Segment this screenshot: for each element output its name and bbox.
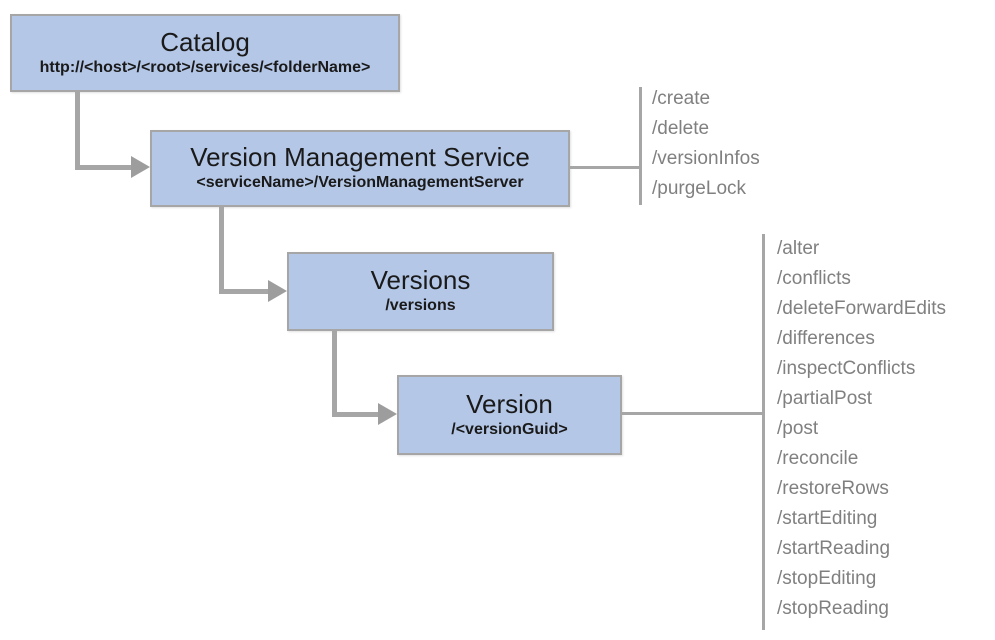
node-versions-subtitle: /versions — [385, 297, 456, 315]
node-versions-title: Versions — [370, 265, 471, 296]
operation-label: /deleteForwardEdits — [777, 298, 946, 319]
version-operations-list: /alter /conflicts /deleteForwardEdits /d… — [777, 234, 946, 624]
arrowhead-icon — [378, 403, 397, 425]
operation-label: /restoreRows — [777, 478, 889, 499]
operation-label: /conflicts — [777, 268, 851, 289]
connector-catalog-to-vms-horizontal — [75, 165, 133, 170]
node-version-management-service-title: Version Management Service — [190, 142, 530, 173]
node-version-management-service-subtitle: <serviceName>/VersionManagementServer — [196, 174, 524, 192]
connector-vms-to-versions-vertical — [219, 207, 224, 292]
node-version-title: Version — [466, 388, 553, 419]
node-version-management-service: Version Management Service <serviceName>… — [150, 130, 570, 207]
node-catalog-title: Catalog — [160, 26, 250, 57]
operation-label: /versionInfos — [652, 148, 760, 169]
arrowhead-icon — [268, 280, 287, 302]
vms-operations-bracket-vertical — [639, 87, 642, 205]
version-operations-bracket-vertical — [762, 234, 765, 630]
vms-operations-bracket-horizontal — [570, 166, 640, 169]
connector-versions-to-version-vertical — [332, 331, 337, 415]
operation-label: /purgeLock — [652, 178, 747, 199]
connector-versions-to-version-horizontal — [332, 412, 379, 417]
operation-label: /post — [777, 418, 819, 439]
operation-label: /differences — [777, 328, 875, 349]
node-version: Version /<versionGuid> — [397, 375, 622, 455]
node-catalog-subtitle: http://<host>/<root>/services/<folderNam… — [39, 58, 371, 76]
vms-operations-list: /create /delete /versionInfos /purgeLock — [652, 84, 760, 204]
node-version-subtitle: /<versionGuid> — [451, 420, 568, 438]
operation-label: /inspectConflicts — [777, 358, 916, 379]
version-operations-bracket-horizontal — [622, 412, 764, 415]
node-versions: Versions /versions — [287, 252, 554, 331]
operation-label: /delete — [652, 118, 710, 139]
node-catalog: Catalog http://<host>/<root>/services/<f… — [10, 14, 400, 92]
operation-label: /startReading — [777, 538, 891, 559]
operation-label: /partialPost — [777, 388, 873, 409]
connector-catalog-to-vms-vertical — [75, 92, 80, 170]
operation-label: /alter — [777, 238, 820, 259]
operation-label: /startEditing — [777, 508, 878, 529]
operation-label: /create — [652, 88, 711, 109]
connector-vms-to-versions-horizontal — [219, 289, 269, 294]
operation-label: /reconcile — [777, 448, 859, 469]
operation-label: /stopEditing — [777, 568, 877, 589]
operation-label: /stopReading — [777, 598, 889, 619]
arrowhead-icon — [131, 156, 150, 178]
